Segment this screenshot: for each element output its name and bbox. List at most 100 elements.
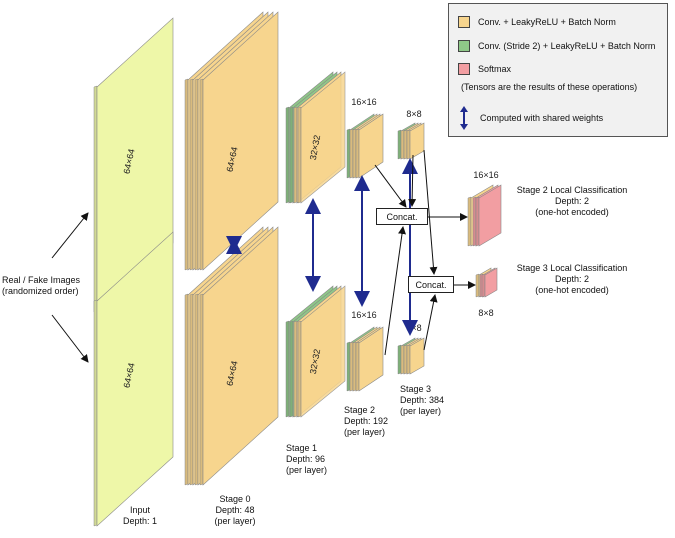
legend-softmax-row: Softmax — [458, 63, 511, 75]
legend-conv-label: Conv. + LeakyReLU + Batch Norm — [478, 17, 616, 27]
flow-arrow-s2-bottom-to-concat1 — [384, 226, 406, 356]
input-tensor-bottom-layer-0 — [96, 231, 174, 527]
stage2-tensor-top-layer-3-side — [355, 128, 360, 179]
stage1-note: (per layer) — [286, 465, 328, 475]
stage3-note: (per layer) — [400, 406, 442, 416]
input-arrow-bottom — [51, 314, 89, 363]
output-tensor-stage3-layer-0-side — [475, 273, 480, 298]
flow-arrow-s3-bottom-to-concat2 — [423, 294, 438, 351]
stage3-tensor-bottom-layer-3-side — [406, 344, 411, 375]
stage1-tensor-bottom-layer-1-side — [289, 320, 294, 418]
stage3-tensor-top-layer-3-side — [406, 129, 411, 160]
stage0-depth: Depth: 48 — [215, 505, 255, 515]
stage2-tensor-top-layer-1-side — [349, 128, 354, 179]
legend: Conv. + LeakyReLU + Batch Norm Conv. (St… — [448, 3, 668, 137]
stage0-tensor-top-layer-3-side — [199, 78, 204, 271]
stage1-tensor-top-layer-0-side — [285, 106, 290, 204]
legend-softmax-label: Softmax — [478, 64, 512, 74]
input-source-line2: (randomized order) — [2, 286, 79, 296]
stage2-tensor-bottom-layer-1-side — [349, 341, 354, 392]
stage2-tensor-top-layer-0-side — [346, 128, 351, 179]
stage0-tensor-bottom-layer-1-side — [189, 293, 194, 486]
input-tensor-top-layer-0-side — [93, 85, 98, 313]
tensor-slabs — [93, 11, 502, 527]
legend-conv-row: Conv. + LeakyReLU + Batch Norm — [458, 16, 616, 28]
stage1-tensor-top-layer-3 — [300, 71, 346, 204]
stage0-tensor-bottom-layer-3 — [202, 226, 279, 486]
stage0-tensor-bottom-layer-3-side — [199, 293, 204, 486]
output-stage3-depth: Depth: 2 — [554, 274, 590, 284]
double-arrow-icon — [460, 106, 468, 130]
input-stage-title: Input — [129, 505, 151, 515]
stage0-tensor-top-layer-3 — [202, 11, 279, 271]
stage1-title: Stage 1 — [286, 443, 318, 453]
input-tensor-bottom-layer-0-side — [93, 299, 98, 527]
stage3-tensor-top-layer-2-side — [403, 129, 408, 160]
conv-swatch — [458, 16, 470, 28]
stage2-tensor-bottom-layer-3-side — [355, 341, 360, 392]
legend-tensor-note: (Tensors are the results of these operat… — [461, 82, 637, 92]
output-tensor-stage3-layer-2 — [484, 267, 498, 298]
output-stage3-label: Stage 3 Local Classification Depth: 2 (o… — [512, 263, 632, 296]
dim-label-stage3-bottom: 8×8 — [406, 323, 421, 333]
output-stage2-title: Stage 2 Local Classification — [516, 185, 628, 195]
stage2-title: Stage 2 — [344, 405, 376, 415]
output-tensor-stage2-layer-2-side — [475, 196, 480, 247]
output-tensor-stage2-layer-0-side — [467, 196, 472, 247]
output-stage3-title: Stage 3 Local Classification — [516, 263, 628, 273]
stage2-tensor-top-layer-2-side — [352, 128, 357, 179]
stage3-tensor-bottom-layer-2-side — [403, 344, 408, 375]
stage0-tensor-top-layer-0-side — [184, 78, 189, 271]
stage1-tensor-bottom-layer-3 — [300, 285, 346, 418]
stage0-note: (per layer) — [214, 516, 256, 526]
stage2-tensor-bottom-layer-0-side — [346, 341, 351, 392]
flow-arrow-s3-top-to-concat2 — [423, 149, 438, 275]
legend-shared-row: Computed with shared weights — [458, 106, 603, 130]
stage1-tensor-bottom-layer-3-side — [297, 320, 302, 418]
input-stage-label: Input Depth: 1 — [110, 505, 170, 527]
flow-arrow-s3-top-to-concat1 — [408, 154, 417, 207]
legend-stride-row: Conv. (Stride 2) + LeakyReLU + Batch Nor… — [458, 40, 655, 52]
stage1-label: Stage 1 Depth: 96 (per layer) — [286, 443, 346, 476]
stage3-tensor-top-layer-1-side — [400, 129, 405, 160]
stride-swatch — [458, 40, 470, 52]
stage2-tensor-bottom-layer-3 — [358, 326, 384, 392]
flow-arrow-s2-top-to-concat1 — [374, 164, 407, 208]
stage3-label: Stage 3 Depth: 384 (per layer) — [400, 384, 460, 417]
stage2-note: (per layer) — [344, 427, 386, 437]
output-tensor-stage2-layer-1-side — [472, 196, 477, 247]
output-stage2-depth: Depth: 2 — [554, 196, 590, 206]
stage1-tensor-top-layer-1-side — [289, 106, 294, 204]
dim-label-stage2-bottom: 16×16 — [351, 310, 376, 320]
legend-shared-label: Computed with shared weights — [480, 113, 604, 123]
input-stage-depth: Depth: 1 — [122, 516, 158, 526]
stage2-label: Stage 2 Depth: 192 (per layer) — [344, 405, 404, 438]
stage0-tensor-top-layer-1-side — [189, 78, 194, 271]
stage3-tensor-top-layer-0-side — [397, 129, 402, 160]
stage2-depth: Depth: 192 — [344, 416, 389, 426]
dim-label-stage1-bottom: 32×32 — [308, 348, 322, 375]
output-tensor-stage2-layer-2 — [478, 184, 502, 247]
stage1-depth: Depth: 96 — [286, 454, 326, 464]
dim-label-output-stage2: 16×16 — [473, 170, 498, 180]
stage0-title: Stage 0 — [219, 494, 251, 504]
output-tensor-stage3-layer-2-side — [481, 273, 486, 298]
stage1-tensor-bottom-layer-2-side — [293, 320, 298, 418]
legend-stride-label: Conv. (Stride 2) + LeakyReLU + Batch Nor… — [478, 41, 656, 51]
dim-label-output-stage3: 8×8 — [478, 308, 493, 318]
stage3-depth: Depth: 384 — [400, 395, 445, 405]
softmax-swatch — [458, 63, 470, 75]
input-arrow-top — [51, 212, 89, 259]
concat-box-2: Concat. — [408, 276, 454, 293]
stage3-title: Stage 3 — [400, 384, 432, 394]
legend-tensor-note-text: (Tensors are the results of these operat… — [461, 82, 638, 92]
dim-label-stage1-top: 32×32 — [308, 134, 322, 161]
stage0-tensor-top-layer-2-side — [194, 78, 199, 271]
stage2-tensor-bottom-layer-2-side — [352, 341, 357, 392]
concat-box-1: Concat. — [376, 208, 428, 225]
output-stage2-note: (one-hot encoded) — [535, 207, 609, 217]
stage1-tensor-top-layer-2-side — [293, 106, 298, 204]
output-stage3-note: (one-hot encoded) — [535, 285, 609, 295]
stage3-tensor-bottom-layer-3 — [409, 337, 425, 375]
